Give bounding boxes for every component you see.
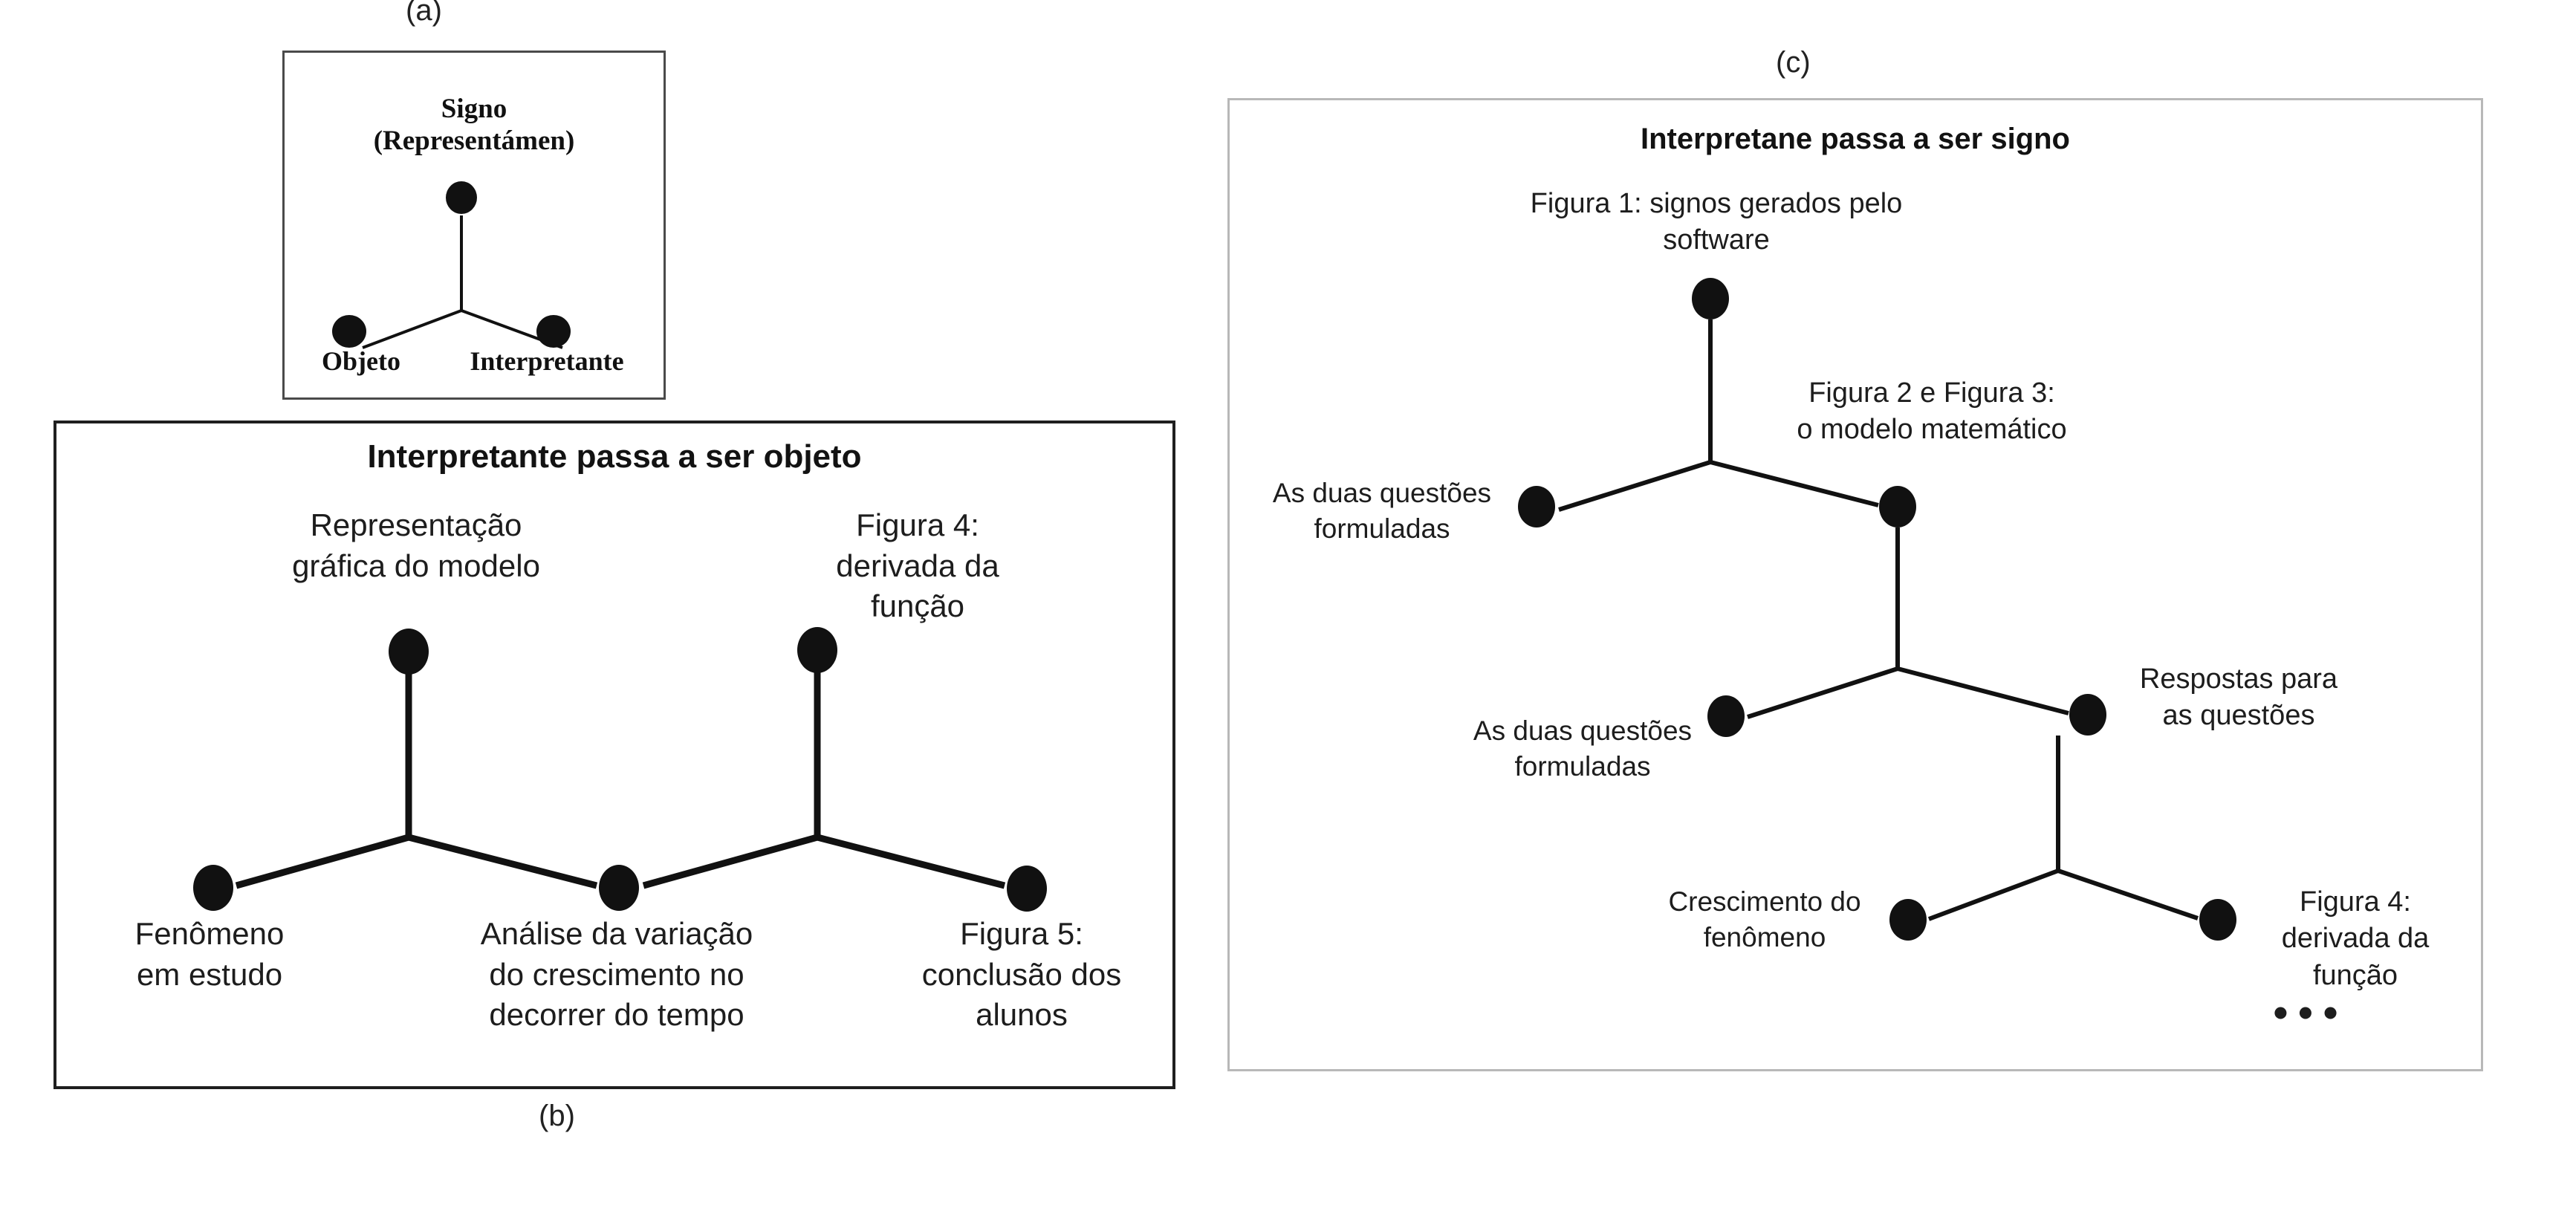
panel-a-node-label-objeto: Objeto <box>322 346 400 376</box>
panel-b-node-label-figura-5: Figura 5: conclusão dos alunos <box>921 916 1122 1033</box>
panel-caption-c: (c) <box>1776 46 1811 79</box>
panel-a-node-label-interpretante: Interpretante <box>470 346 624 376</box>
panel-c-box <box>1227 98 2483 1071</box>
panel-b-node-label-figura-4: Figura 4: derivada da função <box>836 507 999 624</box>
panel-c-node-label-figura-1: Figura 1: signos gerados pelo software <box>1530 188 1903 256</box>
panel-c-ellipsis: ••• <box>2273 989 2349 1036</box>
panel-c-node-label-as-duas-questoes-1: As duas questões formuladas <box>1272 478 1492 545</box>
panel-c-node-label-respostas: Respostas para as questões <box>2139 663 2338 732</box>
panel-a-node-label-signo: Signo (Representámen) <box>373 94 575 156</box>
panel-b-box <box>53 421 1175 1089</box>
panel-b-node-label-representacao-grafica: Representação gráfica do modelo <box>292 507 540 583</box>
panel-caption-b: (b) <box>539 1100 575 1132</box>
panel-c-node-label-crescimento: Crescimento do fenômeno <box>1668 886 1861 953</box>
panel-c-node-label-as-duas-questoes-2: As duas questões formuladas <box>1473 715 1693 782</box>
panel-b-node-label-analise-variacao: Análise da variação do crescimento no de… <box>480 916 753 1033</box>
panel-c-node-label-figura-2-e-3: Figura 2 e Figura 3: o modelo matemático <box>1797 377 2067 446</box>
panel-c-node-label-figura-4: Figura 4: derivada da função <box>2281 886 2430 991</box>
panel-caption-a: (a) <box>406 0 442 27</box>
panel-b-node-label-fenomeno: Fenômeno em estudo <box>134 916 285 992</box>
panel-b-title: Interpretante passa a ser objeto <box>367 438 862 475</box>
panel-c-title: Interpretane passa a ser signo <box>1640 123 2070 155</box>
